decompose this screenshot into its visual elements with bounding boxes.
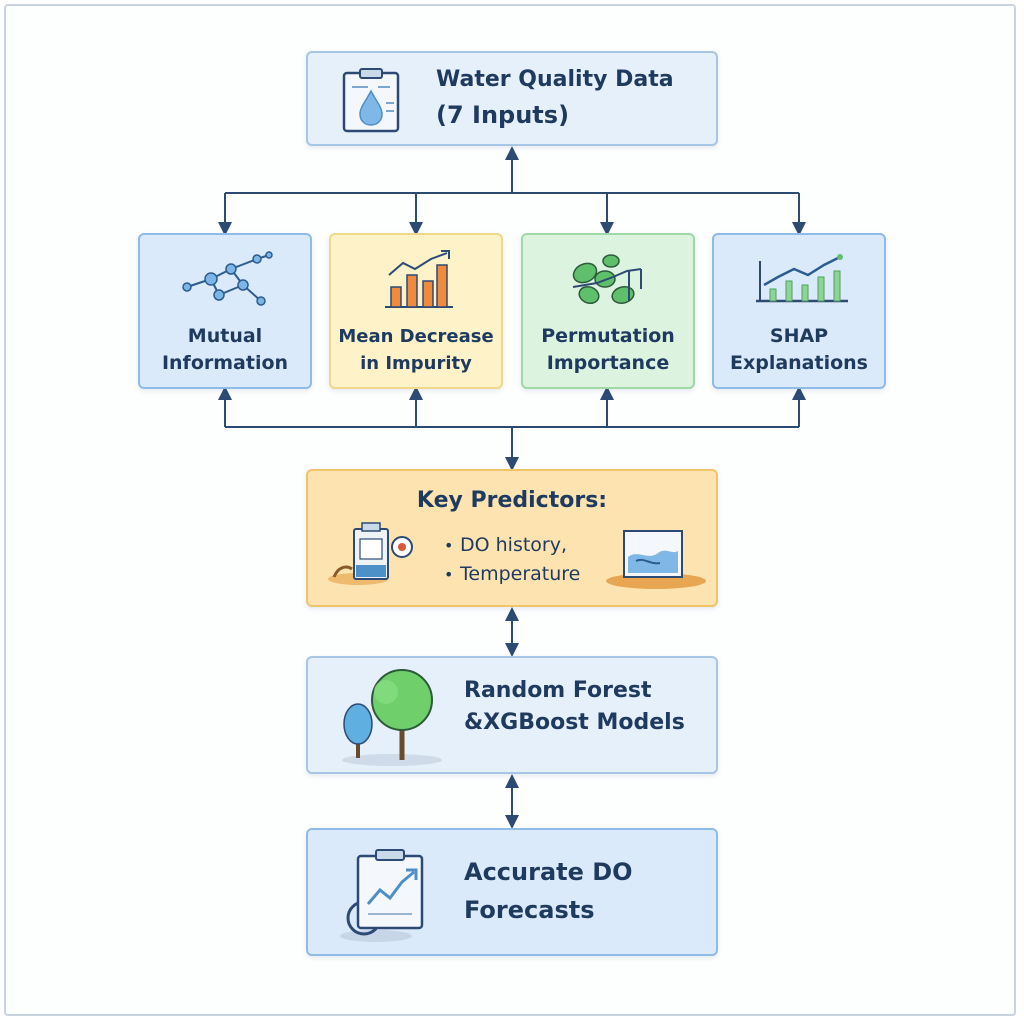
network-graph-icon (182, 251, 273, 306)
mdi-label-line1: Mean Decrease (338, 326, 494, 347)
input-node: Water Quality Data (7 Inputs) (306, 51, 718, 146)
clipboard-water-icon (342, 68, 400, 133)
tree-icon (342, 669, 442, 766)
sensor-probe-icon (328, 522, 413, 585)
method-mean-decrease-impurity: Mean Decrease in Impurity (329, 233, 503, 389)
predictor-item: Temperature (444, 560, 580, 589)
clipboard-trend-icon (340, 849, 424, 942)
key-predictors-node: Key Predictors: DO history, Temperature (306, 469, 718, 607)
input-title: Water Quality Data (436, 67, 674, 92)
shap-label-line2: Explanations (729, 352, 868, 374)
leaf-cluster-icon (572, 254, 642, 305)
mi-label-line1: Mutual (187, 325, 263, 347)
output-node: Accurate DO Forecasts (306, 828, 718, 956)
method-mutual-information: Mutual Information (138, 233, 312, 389)
input-subtitle: (7 Inputs) (436, 101, 570, 129)
pi-label-line1: Permutation (541, 325, 675, 347)
bar-chart-icon (385, 250, 453, 308)
mi-label-line2: Information (161, 352, 289, 374)
line-chart-icon (756, 254, 848, 303)
method-shap-explanations: SHAP Explanations (712, 233, 886, 389)
models-title: Random Forest (464, 678, 652, 703)
predictor-item: DO history, (444, 531, 580, 560)
shap-label-line1: SHAP (769, 325, 829, 347)
method-permutation-importance: Permutation Importance (521, 233, 695, 389)
models-subtitle: &XGBoost Models (464, 710, 685, 735)
output-subtitle: Forecasts (464, 896, 595, 924)
predictor-list: DO history, Temperature (444, 531, 580, 589)
mdi-label-line2: in Impurity (360, 353, 472, 374)
predictors-title: Key Predictors: (416, 488, 608, 513)
output-title: Accurate DO (464, 858, 633, 886)
models-node: Random Forest &XGBoost Models (306, 656, 718, 774)
water-chart-icon (606, 530, 706, 589)
pi-label-line2: Importance (546, 352, 670, 374)
